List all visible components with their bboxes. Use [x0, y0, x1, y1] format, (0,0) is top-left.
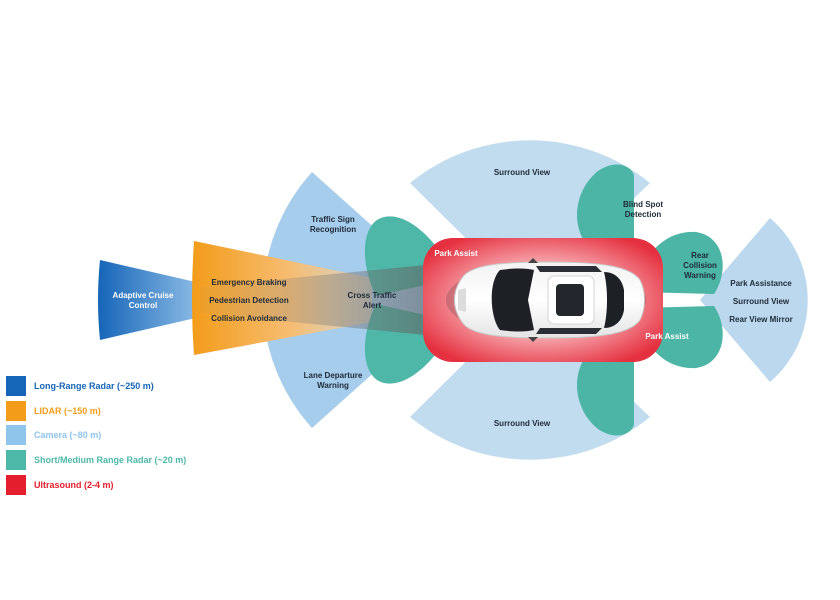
label-pedestrian-detection: Pedestrian Detection	[209, 296, 289, 305]
label-surround-view-top: Surround View	[494, 168, 551, 177]
label-rear-collision-1: Rear	[691, 251, 709, 260]
label-blind-spot-2: Detection	[625, 210, 662, 219]
label-adaptive-cruise-1: Adaptive Cruise	[113, 291, 174, 300]
legend: Long-Range Radar (~250 m) LIDAR (~150 m)…	[6, 376, 226, 499]
legend-item-long-range-radar: Long-Range Radar (~250 m)	[6, 376, 226, 396]
sensor-beam	[200, 262, 456, 338]
label-emergency-braking: Emergency Braking	[211, 278, 286, 287]
label-traffic-sign-1: Traffic Sign	[311, 215, 355, 224]
legend-swatch	[6, 400, 26, 421]
legend-swatch	[6, 376, 26, 396]
legend-item-ultrasound: Ultrasound (2-4 m)	[6, 474, 226, 495]
label-rear-collision-3: Warning	[684, 271, 716, 280]
legend-item-lidar: LIDAR (~150 m)	[6, 400, 226, 421]
legend-label: Ultrasound (2-4 m)	[34, 479, 114, 490]
car-top-view	[446, 258, 646, 342]
legend-label: LIDAR (~150 m)	[34, 405, 101, 416]
label-lane-departure-1: Lane Departure	[304, 371, 363, 380]
label-surround-view-bottom: Surround View	[494, 419, 551, 428]
legend-label: Long-Range Radar (~250 m)	[34, 381, 154, 391]
label-traffic-sign-2: Recognition	[310, 225, 356, 234]
label-cross-traffic-2: Alert	[363, 301, 382, 310]
label-collision-avoidance: Collision Avoidance	[211, 314, 287, 323]
legend-label: Short/Medium Range Radar (~20 m)	[34, 455, 187, 466]
label-park-assist-rear: Park Assist	[645, 332, 689, 341]
label-lane-departure-2: Warning	[317, 381, 349, 390]
label-surround-view-rear: Surround View	[733, 297, 790, 306]
blind-spot-radar-top	[577, 164, 634, 258]
long-range-radar-zone	[98, 260, 200, 340]
blind-spot-radar-bottom	[577, 342, 634, 436]
legend-item-short-medium-radar: Short/Medium Range Radar (~20 m)	[6, 450, 226, 471]
label-cross-traffic-1: Cross Traffic	[348, 291, 397, 300]
label-rear-collision-2: Collision	[683, 261, 717, 270]
label-rear-view-mirror: Rear View Mirror	[729, 315, 792, 324]
legend-swatch	[6, 450, 26, 471]
label-park-assistance: Park Assistance	[730, 279, 792, 288]
label-park-assist-front: Park Assist	[434, 249, 478, 258]
label-adaptive-cruise-2: Control	[129, 301, 157, 310]
label-blind-spot-1: Blind Spot	[623, 200, 663, 209]
legend-swatch	[6, 474, 26, 495]
legend-label: Camera (~80 m)	[34, 430, 102, 441]
camera-zone-rear	[700, 218, 808, 382]
legend-item-camera: Camera (~80 m)	[6, 425, 226, 446]
legend-swatch	[6, 425, 26, 446]
